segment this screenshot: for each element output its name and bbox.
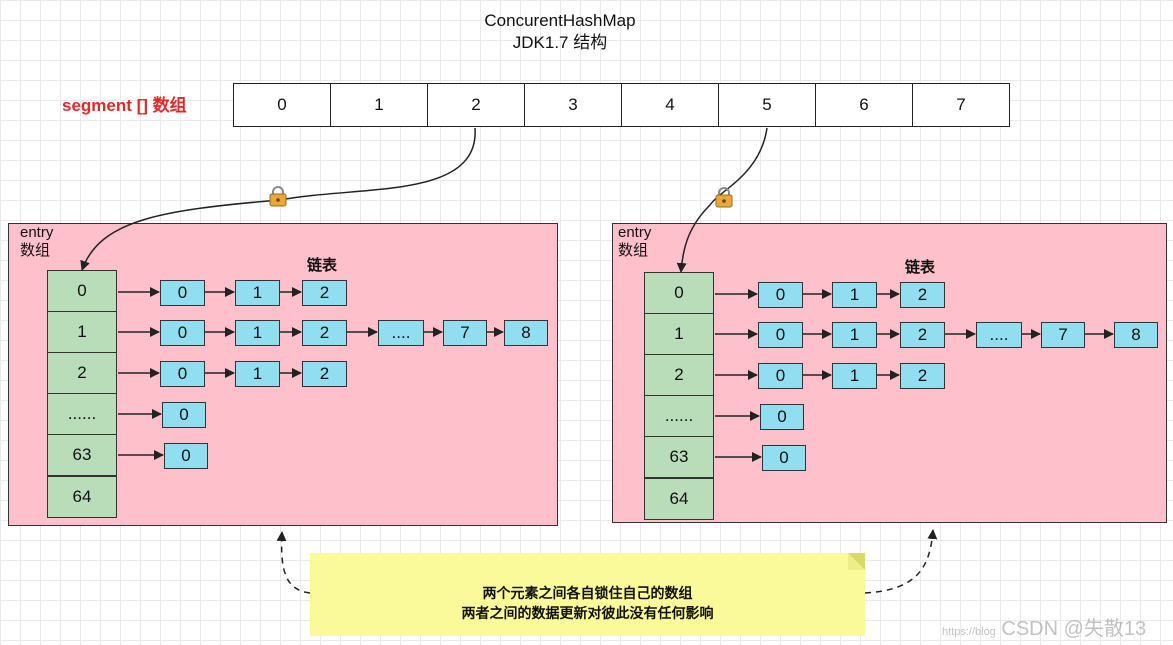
chain-node: 2 xyxy=(900,363,945,389)
linked-list-label: 链表 xyxy=(307,257,338,274)
segment-cell: 6 xyxy=(815,83,913,127)
segment-array-label: segment [] 数组 xyxy=(62,96,187,115)
entry-cell: 64 xyxy=(47,476,117,518)
entry-cell: 63 xyxy=(644,436,714,478)
segment-cell: 7 xyxy=(912,83,1010,127)
chain-node: 0 xyxy=(160,320,205,346)
entry-cell: ...... xyxy=(47,393,117,435)
segment-cell: 2 xyxy=(427,83,525,127)
linked-list-label: 链表 xyxy=(905,259,936,276)
entry-cell: 63 xyxy=(47,434,117,476)
chain-node: 0 xyxy=(160,280,205,306)
chain-node: 1 xyxy=(832,322,877,348)
chain-node: 1 xyxy=(832,363,877,389)
chain-node: 2 xyxy=(302,361,347,387)
chain-node: 0 xyxy=(758,282,803,308)
chain-node: 1 xyxy=(832,282,877,308)
chain-node: 8 xyxy=(504,320,548,346)
chain-node: 0 xyxy=(762,445,806,471)
watermark-url: https://blog xyxy=(942,626,996,638)
chain-node: 2 xyxy=(302,280,347,306)
chain-node: 0 xyxy=(758,322,803,348)
segment-cell: 0 xyxy=(233,83,331,127)
chain-node: 7 xyxy=(1041,322,1085,348)
segment-cell: 4 xyxy=(621,83,719,127)
chain-node: 2 xyxy=(302,320,347,346)
chain-node: 1 xyxy=(235,320,280,346)
entry-array-label: entry 数组 xyxy=(20,224,54,259)
chain-node: 0 xyxy=(760,404,804,430)
segment-cell: 1 xyxy=(330,83,428,127)
lock-icon xyxy=(269,186,287,207)
chain-node: 1 xyxy=(235,361,280,387)
watermark: https://blog CSDN @失散13 xyxy=(942,612,1146,641)
chain-node: .... xyxy=(378,320,424,346)
chain-node: 7 xyxy=(443,320,487,346)
segment-cell: 3 xyxy=(524,83,622,127)
explanation-note: 两个元素之间各自锁住自己的数组 两者之间的数据更新对彼此没有任何影响 xyxy=(310,553,865,636)
note-connector-right xyxy=(864,529,938,594)
chain-node: 0 xyxy=(160,361,205,387)
segment-to-entry-arrow xyxy=(676,127,768,273)
entry-cell: 64 xyxy=(644,478,714,520)
diagram-title: ConcurentHashMap JDK1.7 结构 xyxy=(430,10,690,54)
chain-node: 0 xyxy=(758,363,803,389)
note-line-1: 两个元素之间各自锁住自己的数组 xyxy=(482,585,693,601)
entry-cell: 0 xyxy=(644,272,714,314)
entry-cell: 0 xyxy=(47,270,117,312)
chain-node: 0 xyxy=(162,402,206,428)
title-line-2: JDK1.7 结构 xyxy=(512,33,608,52)
note-connector-left xyxy=(276,531,311,594)
note-line-2: 两者之间的数据更新对彼此没有任何影响 xyxy=(461,605,714,621)
lock-icon xyxy=(715,187,733,208)
chain-node: 1 xyxy=(235,280,280,306)
watermark-text: CSDN @失散13 xyxy=(1001,618,1147,640)
title-line-1: ConcurentHashMap xyxy=(484,11,636,30)
chain-node: 8 xyxy=(1114,322,1158,348)
segment-cell: 5 xyxy=(718,83,816,127)
chain-node: .... xyxy=(976,322,1022,348)
chain-node: 2 xyxy=(900,282,945,308)
entry-array-label: entry 数组 xyxy=(618,224,652,259)
chain-node: 2 xyxy=(900,322,945,348)
chain-node: 0 xyxy=(164,443,208,469)
